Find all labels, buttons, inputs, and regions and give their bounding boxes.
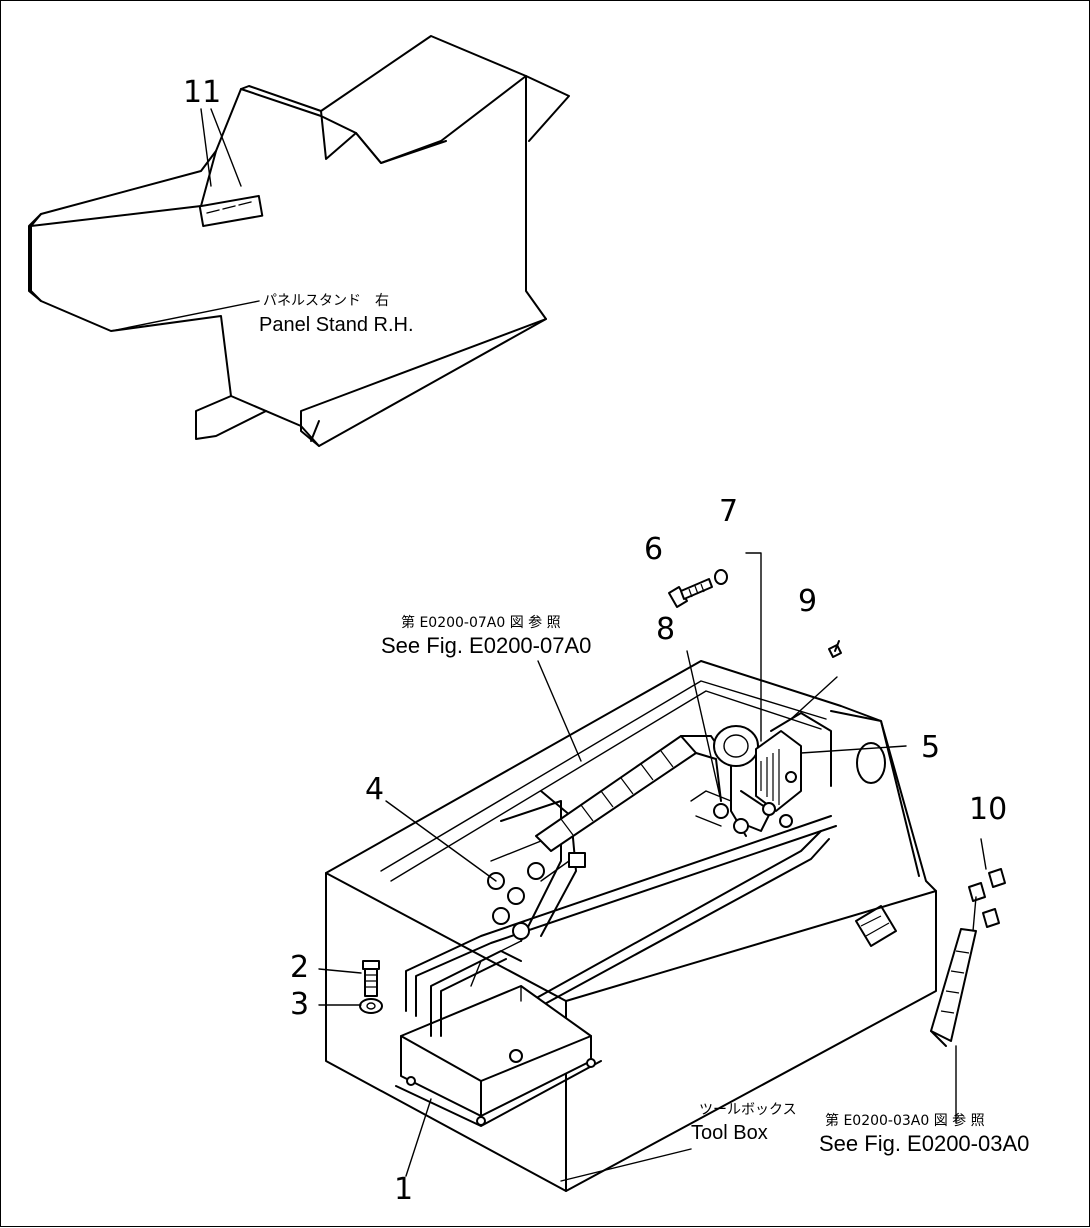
bolt-2 [362, 960, 380, 997]
callout-4: 4 [365, 772, 384, 807]
toolbox-label-en: Tool Box [691, 1122, 768, 1144]
callout-9: 9 [798, 584, 817, 619]
callout-5: 5 [921, 730, 940, 765]
controller-box [395, 950, 602, 1127]
tool-box [325, 660, 937, 1192]
ref-03-label-en: See Fig. E0200-03A0 [819, 1131, 1029, 1156]
grommet [713, 725, 759, 767]
callout-1: 1 [394, 1172, 413, 1207]
washer-3 [359, 998, 383, 1014]
callout-11: 11 [183, 75, 221, 110]
screw-9 [828, 640, 842, 658]
washer-7 [714, 569, 728, 585]
callout-2: 2 [290, 950, 309, 985]
ref-07-label-en: See Fig. E0200-07A0 [381, 633, 591, 658]
callout-8: 8 [656, 612, 675, 647]
callout-6: 6 [644, 532, 663, 567]
leader-lines [318, 552, 987, 1182]
callout-7: 7 [719, 494, 738, 529]
callout-3: 3 [290, 987, 309, 1022]
callout-10: 10 [969, 792, 1007, 827]
toolbox-label-jp: ツールボックス [699, 1102, 797, 1118]
panel-stand [28, 35, 570, 447]
panel-stand-label-en: Panel Stand R.H. [259, 314, 414, 336]
ref-07-label-jp: 第 E0200-07A0 図 参 照 [401, 614, 561, 631]
relay-unit [690, 712, 832, 834]
panel-stand-label-jp: パネルスタンド 右 [263, 293, 389, 309]
side-harness [930, 868, 1006, 1047]
bolt-6 [668, 578, 713, 608]
ref-03-label-jp: 第 E0200-03A0 図 参 照 [825, 1112, 985, 1129]
